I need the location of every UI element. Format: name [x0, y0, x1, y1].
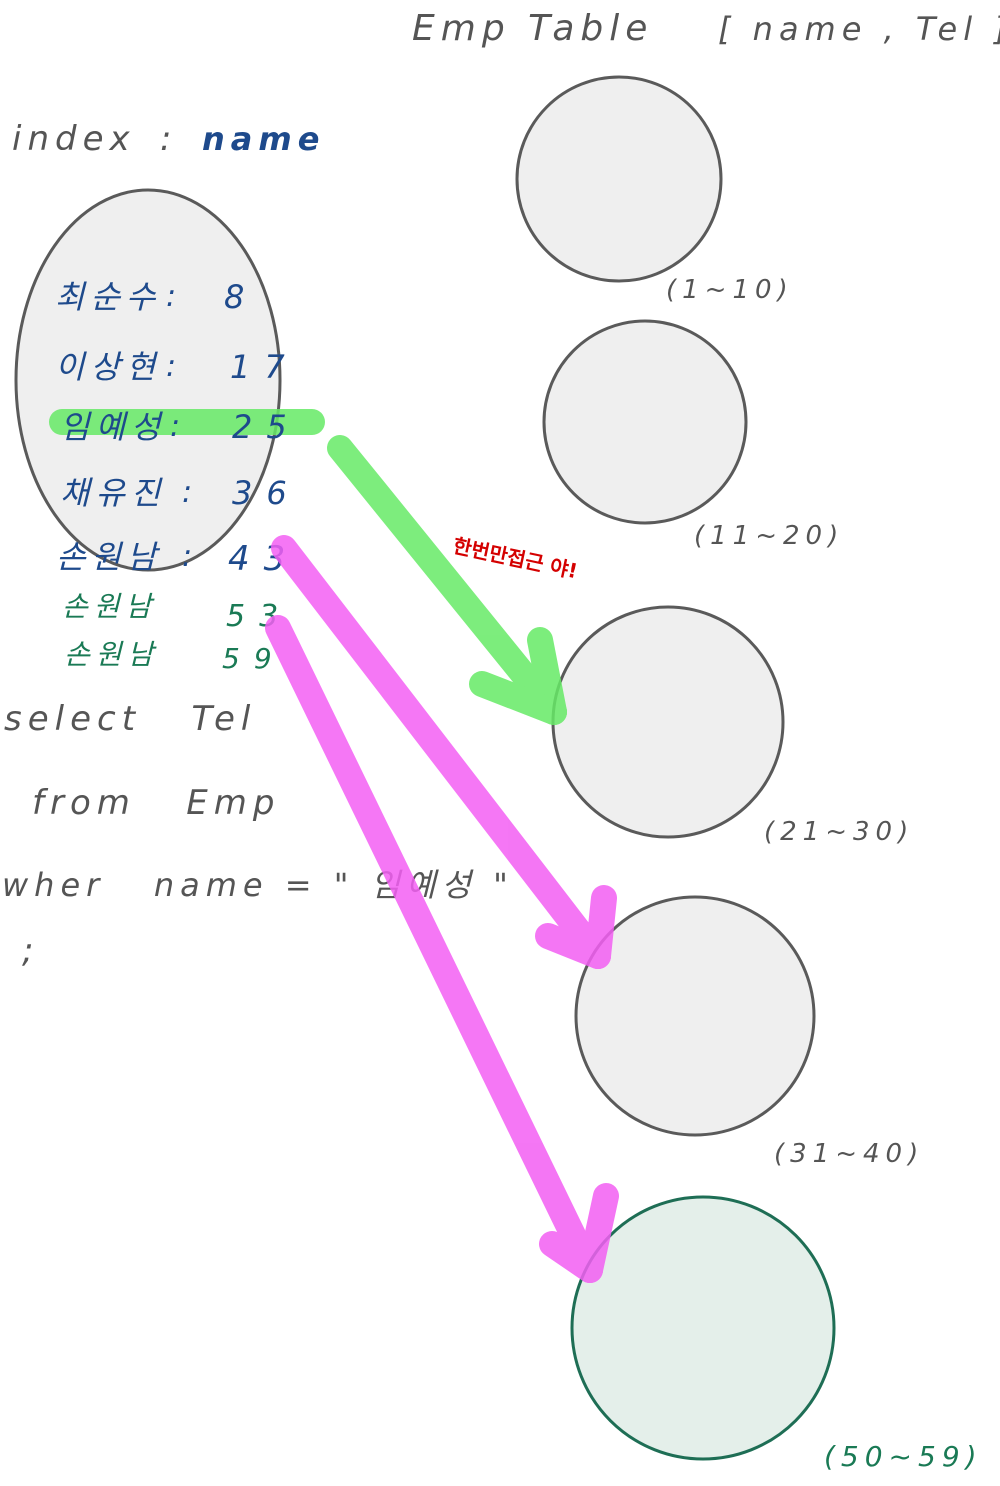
- index-entry-name: 손원남: [64, 638, 159, 671]
- block-range-label: (1~10): [666, 275, 794, 305]
- index-entry-rowid: 25: [232, 408, 301, 446]
- index-colon: :: [160, 119, 177, 159]
- block-range-label: (50~59): [824, 1440, 983, 1473]
- block-range-label: (31~40): [774, 1139, 924, 1169]
- green-access-arrow: [327, 435, 567, 725]
- index-entry-name: 임예성: [60, 408, 166, 446]
- pink-access-arrow: [271, 535, 617, 969]
- index-entry-name: 채유진: [60, 474, 166, 512]
- index-entries: 최순수 : 8 이상현 : 17 임예성 : 25 채유진 : 36 손원남 :…: [55, 278, 301, 675]
- index-entry-name: 손원남: [56, 538, 162, 576]
- block-range-label: (21~30): [764, 817, 914, 847]
- index-entry-rowid: 8: [224, 278, 258, 316]
- data-block-3: [551, 605, 785, 839]
- data-block-5-target: [570, 1195, 836, 1461]
- index-entry-sep: :: [182, 475, 198, 510]
- query-line-end: ;: [22, 931, 39, 971]
- index-entry-name: 최순수: [55, 278, 161, 316]
- index-entry-name: 손원남: [62, 590, 157, 623]
- index-entry-sep: :: [166, 349, 182, 384]
- data-block-1: [515, 75, 723, 283]
- data-block-2: [542, 319, 748, 525]
- index-entry-rowid: 36: [232, 474, 301, 512]
- index-entry-rowid: 59: [222, 642, 286, 675]
- index-entry-sep: :: [182, 539, 198, 574]
- index-entry-sep: :: [166, 279, 182, 314]
- query-line-where: wher name = " 임예성 ": [2, 866, 514, 904]
- index-oval: [14, 188, 282, 572]
- index-entry-name: 이상현: [55, 348, 161, 386]
- data-block-4: [574, 895, 816, 1137]
- index-entry-sep: :: [170, 409, 186, 444]
- emp-table-title: Emp Table: [412, 8, 653, 49]
- block-range-label: (11~20): [694, 521, 844, 551]
- single-access-annotation: 한번만접근 야!: [451, 533, 580, 583]
- query-line-select: select Tel: [4, 699, 256, 739]
- index-entry-rowid: 17: [230, 348, 299, 386]
- index-label: index: [12, 119, 136, 159]
- pink-access-arrow: [265, 615, 619, 1283]
- emp-table-columns: [ name , Tel ]: [718, 10, 1000, 48]
- index-key: name: [202, 120, 325, 158]
- query-line-from: from Emp: [32, 783, 280, 823]
